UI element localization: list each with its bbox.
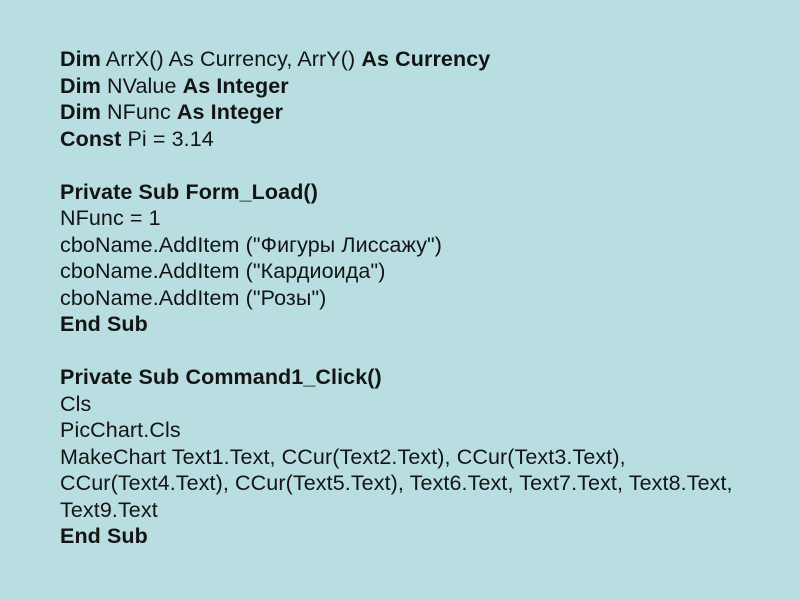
code-segment: cboName.AddItem ("Фигуры Лиссажу") [60, 232, 443, 257]
code-line: Private Sub Command1_Click() [60, 364, 780, 391]
code-line: CCur(Text4.Text), CCur(Text5.Text), Text… [60, 470, 780, 497]
code-line: Dim ArrX() As Currency, ArrY() As Curren… [60, 46, 780, 73]
code-segment: Pi = 3.14 [121, 126, 214, 151]
code-segment-bold: Const [60, 126, 122, 151]
code-segment: cboName.AddItem ("Розы") [60, 285, 327, 310]
code-segment-bold: As Integer [182, 73, 289, 98]
code-segment: Text9.Text [60, 497, 158, 522]
code-segment: NFunc = 1 [60, 206, 161, 230]
code-line: cboName.AddItem ("Фигуры Лиссажу") [60, 232, 780, 259]
code-segment-bold: As Integer [176, 100, 284, 124]
code-segment: cboName.AddItem ("Кардиоида") [60, 259, 386, 283]
code-segment: MakeChart Text1.Text, CCur(Text2.Text), … [60, 444, 626, 469]
code-segment: PicChart.Cls [60, 418, 181, 442]
code-segment: ArrX() As Currency, ArrY() [100, 47, 362, 71]
code-segment: CCur(Text4.Text), CCur(Text5.Text), Text… [60, 471, 733, 495]
code-segment: Cls [60, 391, 92, 416]
code-segment: NFunc [100, 100, 177, 124]
code-line: Private Sub Form_Load() [60, 179, 780, 206]
code-line: Dim NValue As Integer [60, 73, 780, 100]
code-line: NFunc = 1 [60, 205, 780, 232]
code-segment-bold: Dim [60, 47, 101, 71]
code-line: Cls [60, 391, 780, 418]
code-segment-bold: Private Sub Command1_Click() [60, 365, 382, 389]
code-line: Const Pi = 3.14 [60, 126, 780, 153]
code-block: Dim ArrX() As Currency, ArrY() As Curren… [60, 46, 780, 550]
code-segment-bold: Dim [60, 100, 101, 124]
code-segment-bold: As Currency [361, 47, 491, 71]
code-segment-bold: End Sub [60, 312, 148, 336]
code-line: MakeChart Text1.Text, CCur(Text2.Text), … [60, 444, 780, 471]
code-line [60, 338, 780, 365]
code-line: Text9.Text [60, 497, 780, 524]
code-segment: NValue [100, 73, 183, 98]
code-line: End Sub [60, 523, 780, 550]
code-segment-bold: End Sub [60, 524, 148, 548]
code-line [60, 152, 780, 179]
code-line: Dim NFunc As Integer [60, 99, 780, 126]
code-segment-bold: Private Sub Form_Load() [60, 179, 318, 204]
code-line: cboName.AddItem ("Кардиоида") [60, 258, 780, 285]
code-line: End Sub [60, 311, 780, 338]
code-line: PicChart.Cls [60, 417, 780, 444]
code-segment-bold: Dim [60, 73, 101, 98]
code-line: cboName.AddItem ("Розы") [60, 285, 780, 312]
